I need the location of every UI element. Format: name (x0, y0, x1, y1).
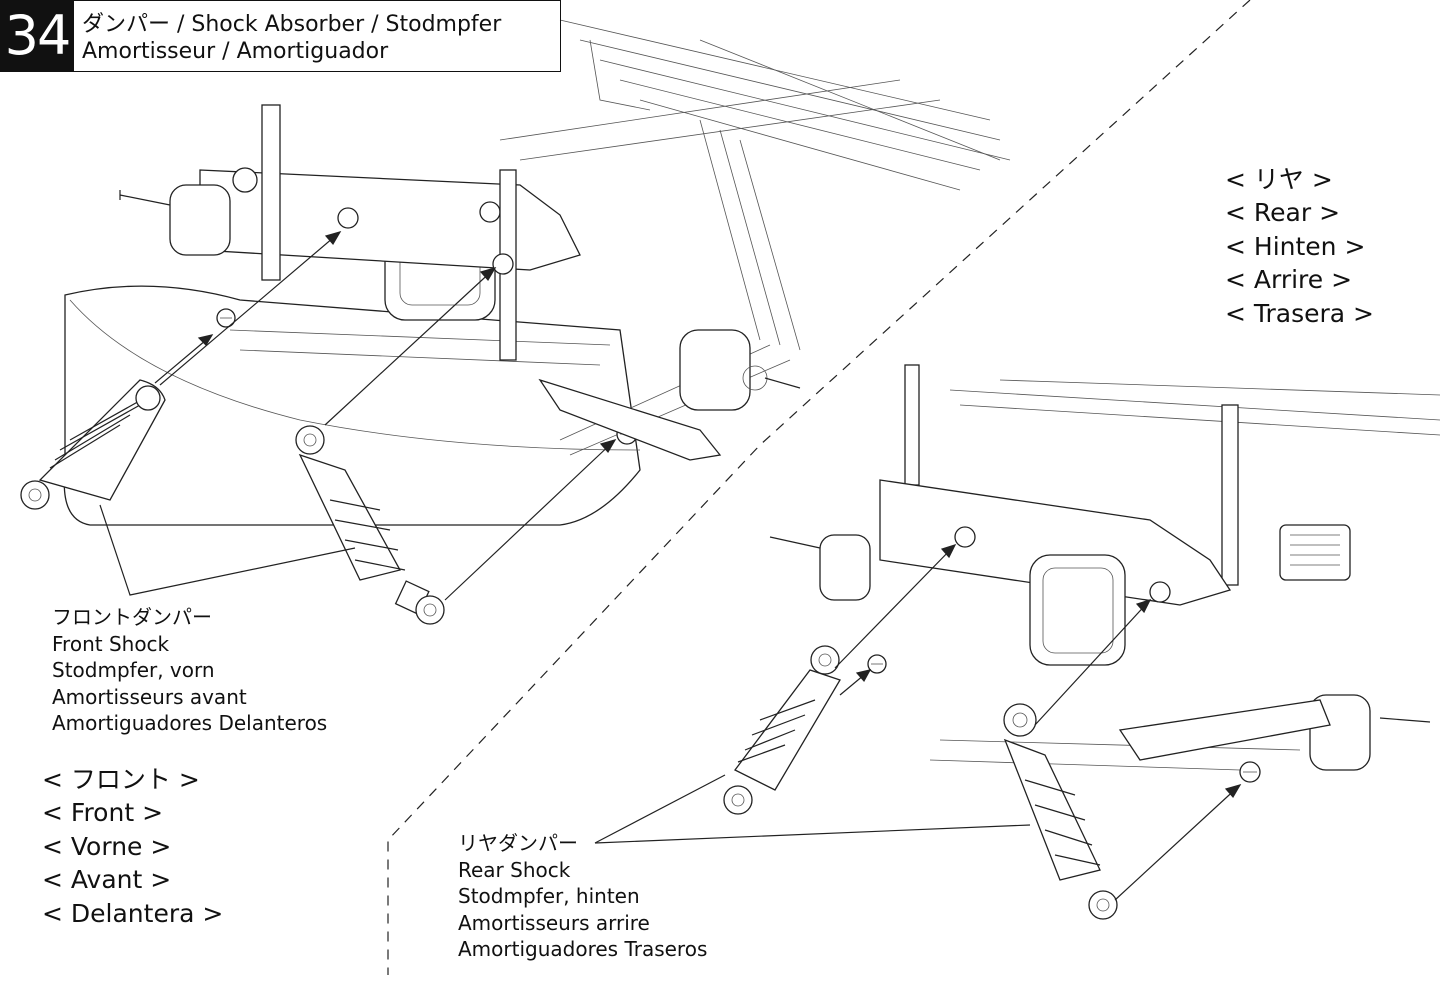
screw-icon (1239, 761, 1261, 783)
title-line-2: Amortisseur / Amortiguador (82, 39, 389, 64)
rear-heading-fr: < Arrire > (1225, 265, 1353, 295)
front-shock-label-ja: フロントダンパー (52, 605, 212, 629)
front-shock-label: フロントダンパー Front Shock Stodmpfer, vorn Amo… (52, 604, 327, 737)
rear-shock-label-fr: Amortisseurs arrire (458, 910, 650, 935)
rear-heading-de: < Hinten > (1225, 231, 1366, 261)
rear-shock-label-de: Stodmpfer, hinten (458, 884, 640, 908)
front-shock-label-de: Stodmpfer, vorn (52, 658, 215, 682)
front-heading-fr: < Avant > (42, 865, 172, 895)
front-heading-en: < Front > (42, 798, 164, 828)
front-shock-label-es: Amortiguadores Delanteros (52, 711, 328, 735)
shock-absorber-icon (20, 379, 166, 510)
title-box: ダンパー / Shock Absorber / Stodmpfer Amorti… (74, 0, 561, 72)
front-shock-label-fr: Amortisseurs avant (52, 684, 247, 709)
screw-icon (216, 308, 236, 328)
shock-absorber-icon (723, 645, 841, 815)
rear-shock-label: リヤダンパー Rear Shock Stodmpfer, hinten Amor… (458, 830, 707, 963)
step-number: 34 (0, 0, 74, 72)
rear-section-heading: < リヤ > < Rear > < Hinten > < Arrire > < … (1225, 163, 1374, 330)
title-line-1: ダンパー / Shock Absorber / Stodmpfer (82, 12, 502, 37)
rear-chassis-illustration (769, 364, 1440, 783)
shock-absorber-icon (295, 425, 445, 625)
front-heading-ja: < フロント > (42, 765, 200, 794)
rear-shock-label-es: Amortiguadores Traseros (458, 937, 708, 961)
screw-icon (867, 654, 887, 674)
rear-heading-ja: < リヤ > (1225, 165, 1333, 194)
front-shock-label-en: Front Shock (52, 631, 170, 656)
rear-heading-es: < Trasera > (1225, 298, 1374, 328)
section-divider (387, 0, 1251, 975)
rear-shock-label-ja: リヤダンパー (458, 831, 578, 855)
shock-absorber-icon (1003, 703, 1118, 920)
front-section-heading: < フロント > < Front > < Vorne > < Avant > <… (42, 763, 223, 930)
front-heading-de: < Vorne > (42, 831, 172, 861)
rear-shock-label-en: Rear Shock (458, 857, 571, 882)
front-chassis-illustration (63, 19, 1011, 526)
front-heading-es: < Delantera > (42, 898, 224, 928)
rear-heading-en: < Rear > (1225, 198, 1341, 228)
step-header: 34 ダンパー / Shock Absorber / Stodmpfer Amo… (0, 0, 562, 72)
